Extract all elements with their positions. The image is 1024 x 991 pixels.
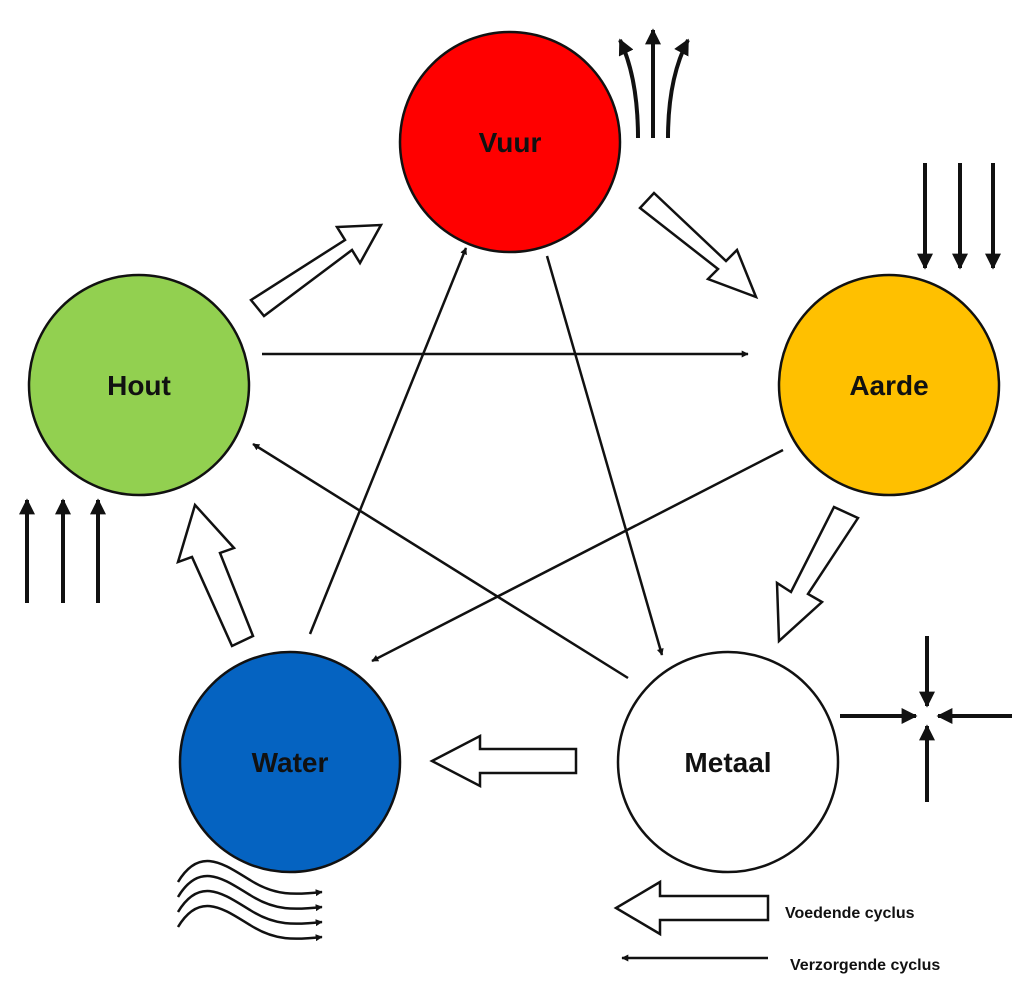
legend: Voedende cyclus Verzorgende cyclus <box>613 879 940 974</box>
nurture-arrow-aarde-metaal <box>775 505 860 644</box>
element-water: Water <box>178 650 402 874</box>
water-label: Water <box>252 747 329 778</box>
nurture-arrow-metaal-water <box>429 733 578 789</box>
control-arrow-aarde-water <box>371 448 784 663</box>
controlling-cycle <box>252 247 784 680</box>
converging-arrows-icon <box>840 636 1012 802</box>
element-vuur: Vuur <box>398 30 622 254</box>
nurture-arrow-water-hout <box>176 502 255 648</box>
nurture-arrow-vuur-aarde <box>638 191 759 300</box>
upward-arrows-icon <box>19 498 106 603</box>
metaal-label: Metaal <box>684 747 771 778</box>
legend-nurturing-arrow-icon <box>613 879 770 937</box>
hout-label: Hout <box>107 370 171 401</box>
element-aarde: Aarde <box>777 273 1001 497</box>
element-hout: Hout <box>27 273 251 497</box>
metaal-circle <box>616 650 840 874</box>
water-circle <box>178 650 402 874</box>
rising-arrows-icon <box>618 28 690 139</box>
legend-nurturing-label: Voedende cyclus <box>785 905 915 922</box>
aarde-circle <box>777 273 1001 497</box>
control-arrow-water-vuur <box>308 247 468 635</box>
control-arrow-vuur-metaal <box>545 255 664 656</box>
vuur-circle <box>398 30 622 254</box>
nurture-arrow-hout-vuur <box>249 223 384 318</box>
hout-circle <box>27 273 251 497</box>
aarde-label: Aarde <box>849 370 928 401</box>
vuur-label: Vuur <box>479 127 542 158</box>
flowing-waves-icon <box>176 859 323 942</box>
nurturing-cycle <box>176 191 860 789</box>
element-metaal: Metaal <box>616 650 840 874</box>
control-arrow-metaal-hout <box>252 442 629 680</box>
descending-arrows-icon <box>917 163 1001 270</box>
legend-controlling-label: Verzorgende cyclus <box>790 957 940 974</box>
